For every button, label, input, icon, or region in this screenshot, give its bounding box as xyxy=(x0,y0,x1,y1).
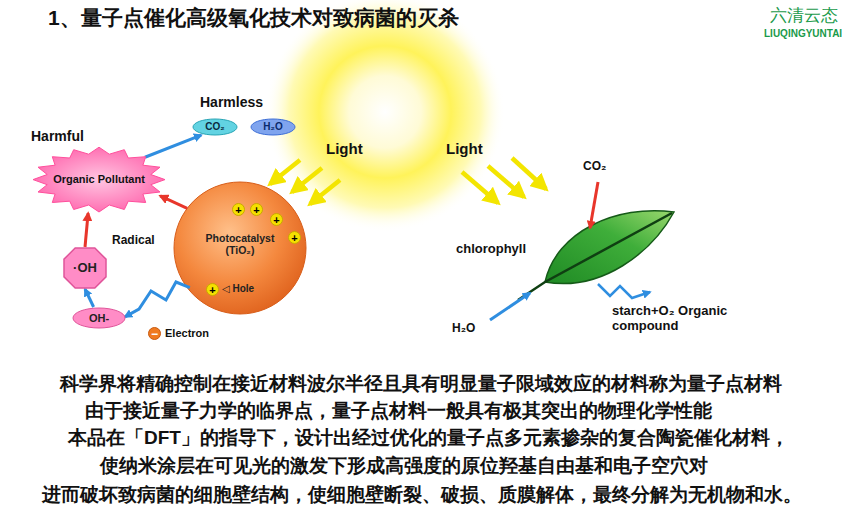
description-line: 科学界将精确控制在接近材料波尔半径且具有明显量子限域效应的材料称为量子点材料 xyxy=(60,373,782,395)
chlorophyll-label: chlorophyll xyxy=(456,242,526,257)
description-line: 使纳米涂层在可见光的激发下形成高强度的原位羟基自由基和电子空穴对 xyxy=(100,455,708,477)
node-label: Harmful xyxy=(31,128,84,144)
node-sublabel: ◁ Hole xyxy=(222,283,254,295)
h2o-arrow xyxy=(490,293,530,320)
connector-arrow xyxy=(160,196,187,208)
h2o-label: H₂O xyxy=(452,322,475,336)
title: 1、量子点催化高级氧化技术对致病菌的灭杀 xyxy=(48,6,459,30)
light-arrows-left xyxy=(270,160,340,204)
photocatalyst-sphere xyxy=(174,182,306,314)
ellipse-shape xyxy=(73,308,125,328)
node-label: ·OH xyxy=(73,261,97,276)
node-label: Photocatalyst (TiO₂) xyxy=(198,232,282,256)
connector-arrow xyxy=(145,135,201,157)
co2-label: CO₂ xyxy=(583,160,606,174)
product-label: starch+O₂ Organic compound xyxy=(612,304,740,334)
hole-badge: + xyxy=(232,203,245,216)
description-line: 由于接近量子力学的临界点，量子点材料一般具有极其突出的物理化学性能 xyxy=(85,400,712,422)
ellipse-shape xyxy=(193,119,237,135)
node-sublabel: Organic Pollutant xyxy=(53,173,145,186)
electron-label: Electron xyxy=(165,327,209,340)
photocatalyst-circle: Photocatalyst (TiO₂) ◁ Hole xyxy=(174,182,306,314)
connector-arrow xyxy=(125,282,190,317)
sun xyxy=(265,0,505,232)
logo-subtext: LIUQINGYUNTAI xyxy=(764,28,842,40)
octagon-shape xyxy=(64,248,106,288)
node-label: OH- xyxy=(89,312,109,325)
hole-badge: + xyxy=(250,203,263,216)
connector-arrow xyxy=(85,289,94,307)
hole-badge: + xyxy=(206,283,219,296)
electron-badge: − xyxy=(148,327,161,340)
node-label: CO₂ xyxy=(205,121,224,133)
description-line: 本品在「DFT」的指导下，设计出经过优化的量子点多元素掺杂的复合陶瓷催化材料， xyxy=(68,427,789,449)
h2o-ellipse: H₂O xyxy=(250,118,296,136)
connector-arrow xyxy=(85,213,88,247)
light-arrow xyxy=(488,166,524,197)
node-label: H₂O xyxy=(263,121,282,133)
light-arrows-right xyxy=(462,158,546,203)
co2-ellipse: CO₂ xyxy=(192,118,238,136)
radical-label: Radical xyxy=(112,234,155,248)
starburst-shape xyxy=(33,147,165,212)
light-arrow xyxy=(270,160,300,184)
light-arrow xyxy=(292,168,322,192)
ellipse-shape xyxy=(251,119,295,135)
light-label: Light xyxy=(326,140,363,157)
description-line: 进而破坏致病菌的细胞壁结构，使细胞壁断裂、破损、质膜解体，最终分解为无机物和水。 xyxy=(42,484,802,506)
co2-arrow xyxy=(590,182,598,228)
ion-ellipse: OH- xyxy=(72,307,126,329)
light-arrow xyxy=(310,180,340,204)
harmless-label: Harmless xyxy=(200,94,263,110)
radical-octagon: ·OH xyxy=(63,247,107,289)
hole-badge: + xyxy=(270,213,283,226)
output-zigzag xyxy=(598,284,650,298)
light-arrow xyxy=(512,158,546,189)
hole-badge: + xyxy=(288,231,301,244)
logo-text: 六清云态 xyxy=(770,6,838,26)
pollutant-burst: HarmfulOrganic Pollutant xyxy=(31,128,167,214)
light-arrow xyxy=(462,172,498,203)
light-label: Light xyxy=(446,140,483,157)
leaf-midrib xyxy=(518,213,672,300)
